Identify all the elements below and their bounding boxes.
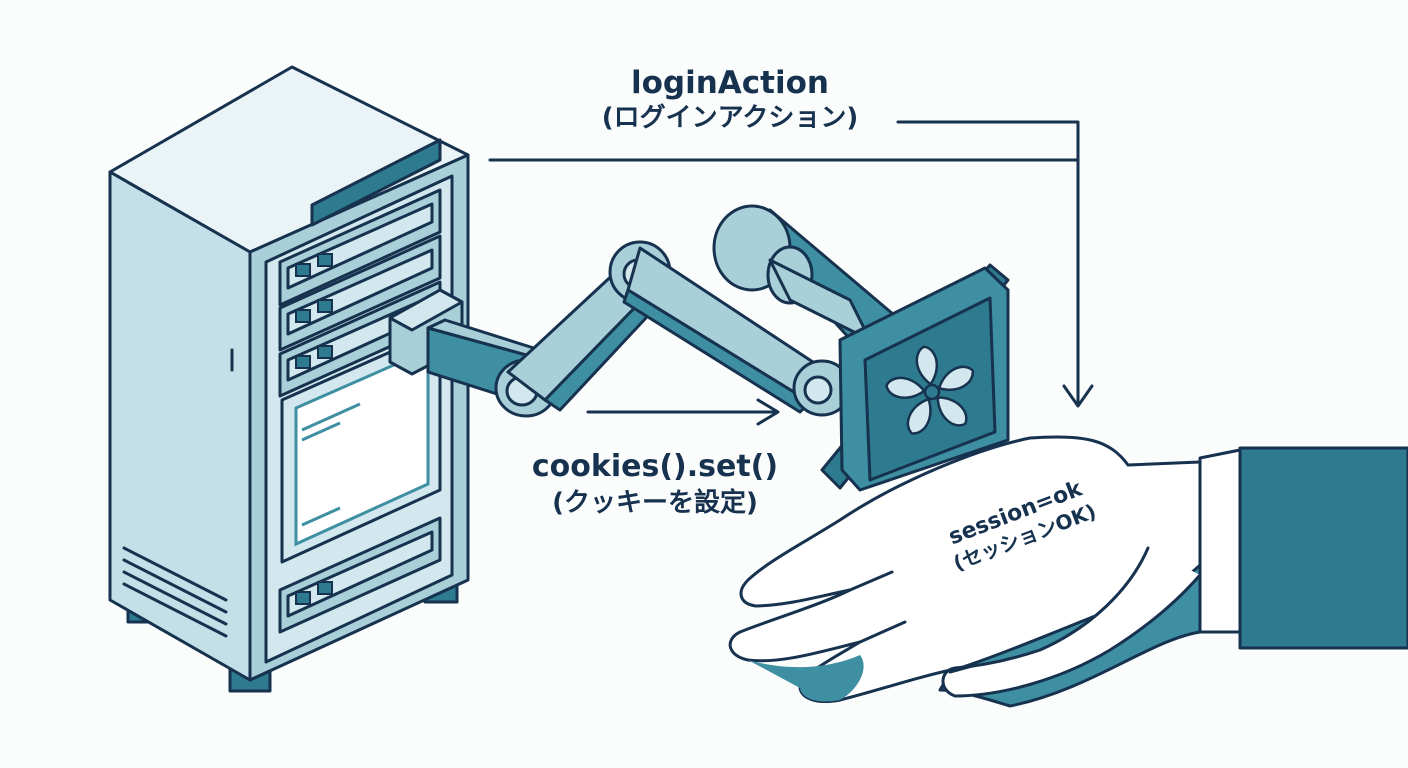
robotic-arm: [388, 204, 1010, 492]
server-screen: [280, 328, 442, 564]
stamp-handle: [712, 204, 902, 352]
cookies-set-text: cookies().set(): [531, 449, 779, 484]
drive-bay-4: [278, 516, 442, 634]
server-side-face: [108, 170, 252, 682]
cherry-blossom-icon: [885, 345, 974, 435]
hand-thumb: [941, 546, 1202, 698]
cookies-set-label: cookies().set() (クッキーを設定): [490, 449, 820, 518]
sleeve: [1238, 446, 1408, 650]
server-rack: [108, 65, 470, 693]
drive-bay-1: [278, 188, 442, 307]
login-action-label: loginAction (ログインアクション): [520, 65, 940, 134]
arm-wrist-joint: [792, 359, 852, 417]
cookies-set-jp-text: (クッキーを設定): [552, 487, 758, 518]
login-action-text: loginAction: [631, 65, 829, 101]
receiving-hand: [728, 435, 1408, 708]
side-vent: [122, 546, 228, 638]
cookies-arrow: [586, 398, 780, 426]
login-action-jp-text: (ログインアクション): [601, 102, 859, 133]
login-action-arrow: [488, 120, 1094, 408]
drive-bay-2: [278, 234, 442, 352]
server-top-handle: [310, 138, 442, 227]
cherry-blossom-stamp: [820, 263, 1010, 492]
shirt-cuff: [1198, 448, 1242, 634]
